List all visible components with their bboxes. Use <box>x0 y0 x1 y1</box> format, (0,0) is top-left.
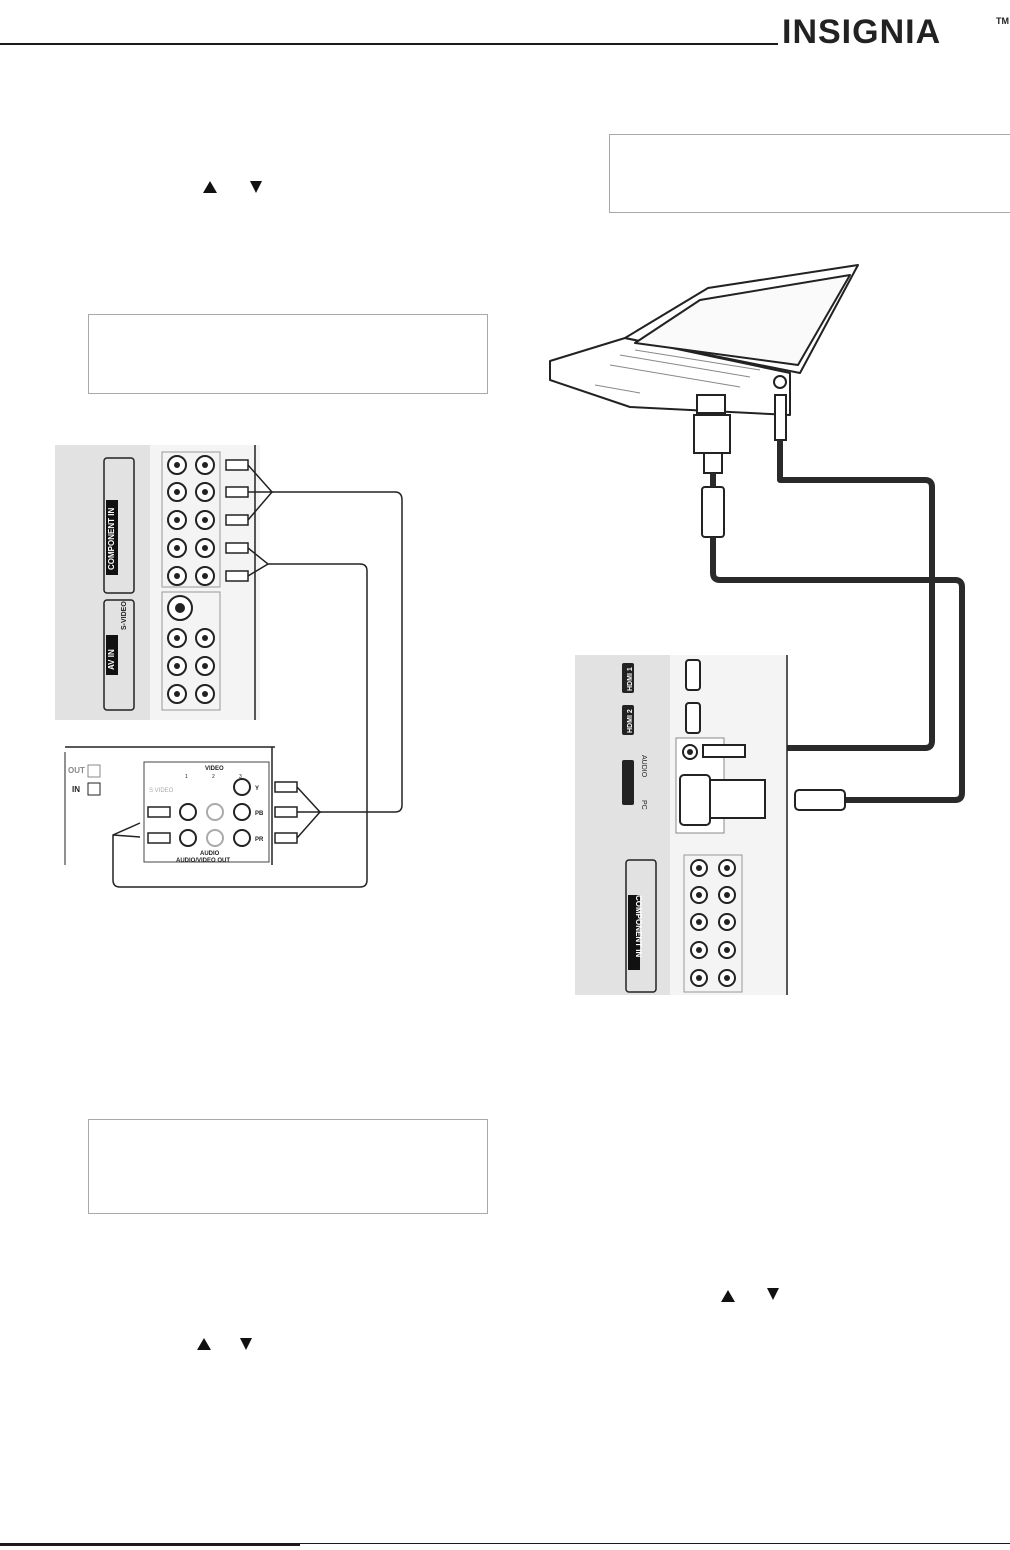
svg-text:AUDIO: AUDIO <box>200 851 220 857</box>
insignia-logo: INSIGNIA TM <box>782 12 1009 52</box>
svg-text:PR: PR <box>255 837 264 843</box>
av-in-label: AV IN <box>107 649 116 670</box>
svg-text:3: 3 <box>239 774 242 780</box>
video-col-label: VIDEO <box>205 766 224 772</box>
header-rule <box>0 43 778 45</box>
trademark-symbol: TM <box>996 16 1009 26</box>
svideo-label: S-VIDEO <box>121 601 128 630</box>
down-triangle-icon <box>767 1288 779 1300</box>
svg-text:Y: Y <box>255 786 259 792</box>
down-triangle-icon <box>240 1338 252 1350</box>
svg-text:S VIDEO: S VIDEO <box>149 788 174 794</box>
footer-rule-thick <box>0 1543 300 1546</box>
note-box-2 <box>609 134 1010 213</box>
svg-text:1: 1 <box>185 774 188 780</box>
right-component-label: COMPONENT IN <box>634 895 643 957</box>
audio-label: AUDIO <box>640 755 647 778</box>
up-triangle-icon <box>721 1290 735 1302</box>
footer-rule <box>0 1543 1010 1544</box>
component-in-label: COMPONENT IN <box>107 508 116 570</box>
out-label: OUT <box>68 766 85 775</box>
component-connection-diagram: COMPONENT IN AV IN S-VIDEO <box>55 445 403 888</box>
svg-text:PB: PB <box>255 811 264 817</box>
down-triangle-icon <box>250 181 262 193</box>
up-triangle-icon <box>203 181 217 193</box>
av-out-label: AUDIO/VIDEO OUT <box>176 858 230 864</box>
note-box-3 <box>88 1119 488 1214</box>
laptop <box>549 264 859 416</box>
pc-label: PC <box>640 800 647 810</box>
pc-connection-diagram: HDMI 1 HDMI 2 AUDIO PC COMPONENT IN <box>549 264 965 995</box>
svg-text:2: 2 <box>212 774 215 780</box>
brand-name: INSIGNIA <box>782 13 942 51</box>
hdmi2-label: HDMI 2 <box>627 709 634 733</box>
note-box-1 <box>88 314 488 394</box>
hdmi1-label: HDMI 1 <box>627 667 634 691</box>
up-triangle-icon <box>197 1338 211 1350</box>
in-label: IN <box>72 785 80 794</box>
